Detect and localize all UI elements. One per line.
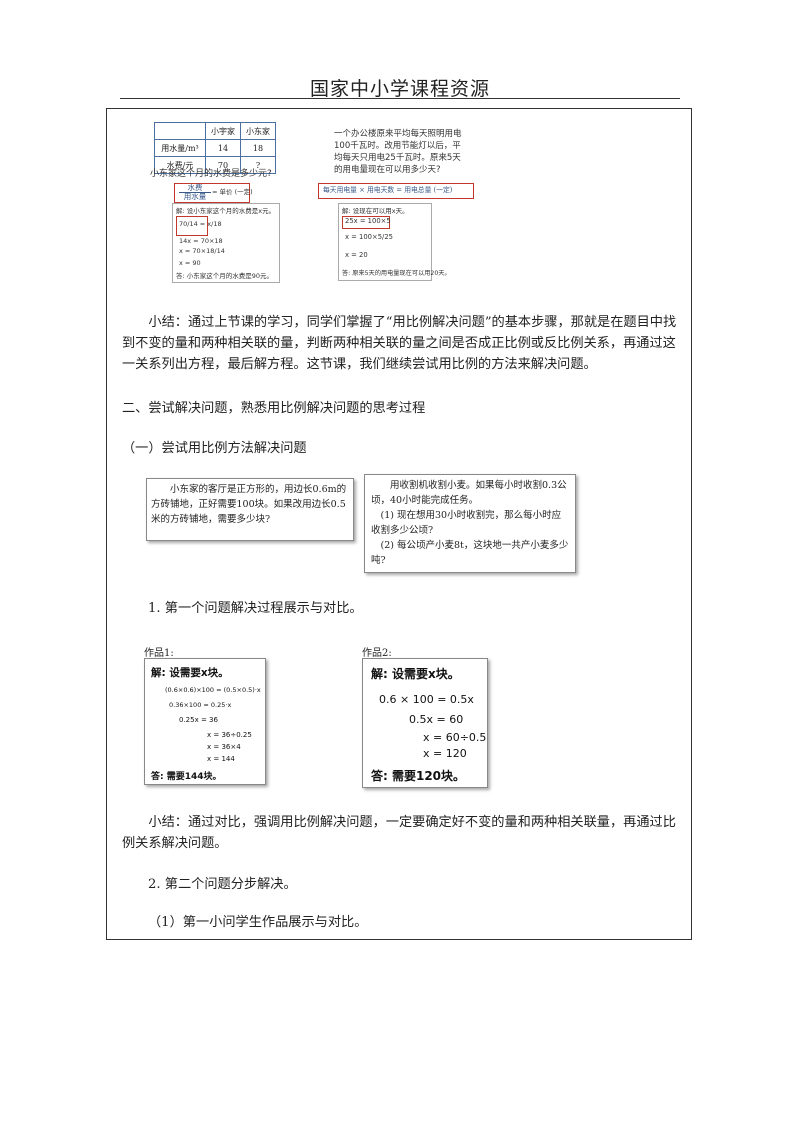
work-line: 答: 需要120块。 — [371, 769, 466, 783]
work-line: 答: 小东家这个月的水费是90元。 — [176, 272, 274, 280]
table-cell — [154, 122, 206, 140]
work-line: 25x = 100×5 — [345, 217, 391, 225]
work1-label: 作品1: — [144, 648, 174, 659]
work-line: 解: 设现在可以用x天。 — [342, 207, 409, 215]
problem1-text: 小东家的客厅是正方形的，用边长0.6m的方砖铺地，正好需要100块。如果改用边长… — [151, 484, 347, 525]
table-cell: ? — [240, 156, 276, 174]
problem2-q2: (2) 每公顷产小麦8t，这块地一共产小麦多少吨? — [371, 540, 569, 566]
work2-card: 解: 设需要x块。 0.6 × 100 = 0.5x 0.5x = 60 x =… — [362, 658, 488, 788]
section-heading-2: 二、尝试解决问题，熟悉用比例解决问题的思考过程 — [122, 401, 426, 416]
table-cell: 14 — [205, 139, 241, 157]
proportion-highlight — [176, 216, 208, 236]
example1-relation-box: 水费 用水量 = 单价 (一定) — [174, 183, 253, 203]
example2-relation: 每天用电量 × 用电天数 = 用电总量 (一定) — [323, 186, 453, 194]
table-cell: 小东家 — [240, 122, 276, 140]
work1-card: 解: 设需要x块。 (0.6×0.6)×100 = (0.5×0.5)·x 0.… — [144, 658, 266, 785]
item-2-heading: 2. 第二个问题分步解决。 — [148, 877, 297, 892]
work-line: 14x = 70×18 — [179, 237, 223, 245]
table-cell: 小宇家 — [205, 122, 241, 140]
work-line: x = 20 — [345, 251, 368, 259]
work-line: 解: 设需要x块。 — [151, 667, 229, 679]
work-line: 解: 设需要x块。 — [371, 667, 460, 681]
relation-tail: = 单价 (一定) — [212, 188, 253, 196]
work-line: x = 90 — [179, 259, 201, 267]
work-line: 答: 原来5天的用电量现在可以用20天。 — [342, 270, 451, 277]
equation-highlight — [342, 216, 390, 229]
work-line: x = 100×5/25 — [345, 233, 393, 241]
work-line: 答: 需要144块。 — [151, 772, 222, 782]
work-line: x = 144 — [207, 755, 235, 763]
relation-denominator: 用水量 — [183, 192, 207, 201]
problem2-intro: 用收割机收割小麦。如果每小时收割0.3公顷，40小时能完成任务。 — [371, 480, 567, 506]
content-frame — [106, 108, 692, 940]
example2-question: 一个办公楼原来平均每天照明用电100千瓦时。改用节能灯以后，平均每天只用电25千… — [334, 129, 462, 175]
work-line: (0.6×0.6)×100 = (0.5×0.5)·x — [165, 686, 261, 694]
work-line: 0.36×100 = 0.25·x — [169, 701, 232, 709]
table-cell: 18 — [240, 139, 276, 157]
example1-work-card: 解: 设小东家这个月的水费是x元。 70/14 = x/18 14x = 70×… — [172, 203, 280, 283]
relation-numerator: 水费 — [179, 183, 211, 193]
example2-relation-box: 每天用电量 × 用电天数 = 用电总量 (一定) — [318, 183, 474, 199]
summary-paragraph-1: 小结：通过上节课的学习，同学们掌握了“用比例解决问题”的基本步骤，那就是在题目中… — [122, 315, 677, 372]
work-line: x = 70×18/14 — [179, 247, 225, 255]
subsection-heading-2-1: （一）尝试用比例方法解决问题 — [122, 441, 307, 456]
example1-question: 小东家这个月的水费是多少元? — [150, 169, 272, 179]
item-2-1-heading: （1）第一小问学生作品展示与对比。 — [148, 915, 368, 930]
work-line: 0.5x = 60 — [409, 713, 464, 726]
work-line: x = 36×4 — [207, 743, 241, 751]
table-cell: 用水量/m³ — [154, 139, 206, 157]
work-line: 解: 设小东家这个月的水费是x元。 — [176, 207, 276, 215]
work-line: x = 36÷0.25 — [207, 731, 252, 739]
work-line: x = 120 — [423, 747, 467, 760]
work-line: x = 60÷0.5 — [423, 731, 487, 744]
work-line: 0.6 × 100 = 0.5x — [379, 693, 474, 706]
problem1-card: 小东家的客厅是正方形的，用边长0.6m的方砖铺地，正好需要100块。如果改用边长… — [146, 478, 354, 541]
summary-paragraph-2: 小结：通过对比，强调用比例解决问题，一定要确定好不变的量和两种相关联量，再通过比… — [122, 815, 676, 851]
item-1-heading: 1. 第一个问题解决过程展示与对比。 — [148, 601, 363, 616]
work-line: 70/14 = x/18 — [179, 220, 222, 228]
work-line: 0.25x = 36 — [179, 716, 218, 724]
work2-label: 作品2: — [362, 648, 392, 659]
header-rule — [120, 98, 680, 99]
problem2-card: 用收割机收割小麦。如果每小时收割0.3公顷，40小时能完成任务。 (1) 现在想… — [364, 474, 576, 573]
example2-work-card: 解: 设现在可以用x天。 25x = 100×5 x = 100×5/25 x … — [338, 203, 451, 281]
water-fee-table: 小宇家 小东家 用水量/m³ 14 18 水费/元 70 ? — [154, 122, 276, 174]
problem2-q1: (1) 现在想用30小时收割完，那么每小时应收割多少公顷? — [371, 510, 562, 536]
page-header-title: 国家中小学课程资源 — [309, 78, 490, 100]
